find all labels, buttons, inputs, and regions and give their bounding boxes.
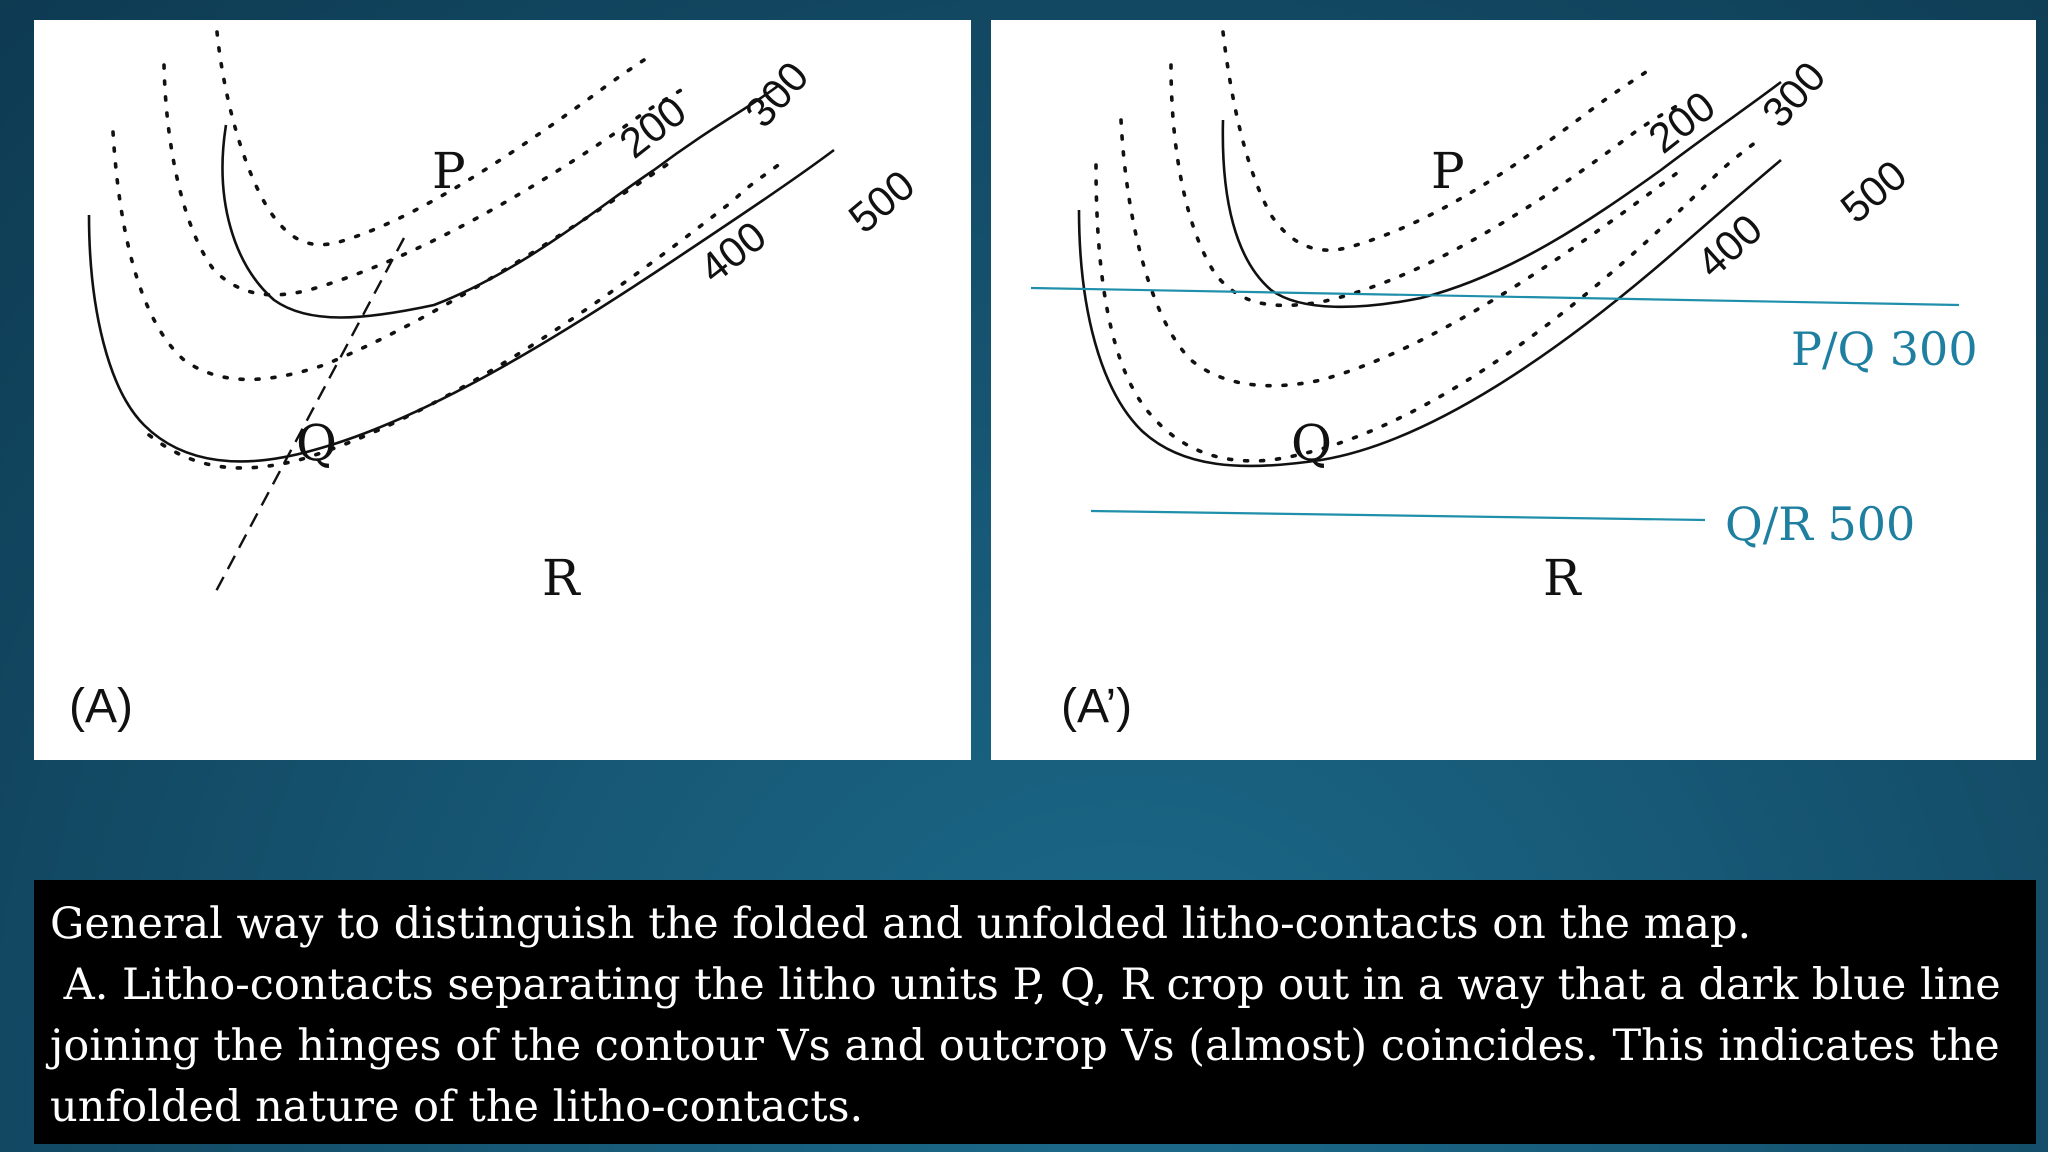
contour-200-line — [1221, 30, 1648, 252]
folded-contact-map-a-prime: P Q R 200 300 400 500 P/Q 300 Q/R 500 (A… — [1030, 30, 1978, 733]
contact-q-r-line — [1077, 159, 1782, 468]
diagram-panel-a-prime: P Q R 200 300 400 500 P/Q 300 Q/R 500 (A… — [991, 20, 2036, 760]
contour-label-200: 200 — [1640, 82, 1724, 162]
caption-line: joining the hinges of the contour Vs and… — [50, 1021, 2000, 1071]
contour-300-line — [1169, 63, 1688, 308]
contour-label-300: 300 — [1753, 52, 1835, 136]
contour-300-line — [162, 63, 691, 297]
contour-label-200: 200 — [611, 87, 695, 167]
blue-line-p-q — [1030, 286, 1960, 307]
caption-line: A. Litho-contacts separating the litho u… — [50, 960, 2001, 1010]
blue-label-p-q: P/Q 300 — [1791, 322, 1978, 376]
panel-a-tag: (A) — [69, 680, 133, 733]
caption-line: General way to distinguish the folded an… — [50, 899, 1752, 949]
contour-label-300: 300 — [736, 52, 818, 136]
hinge-dashed-line — [212, 237, 406, 596]
panel-a-prime-tag: (A’) — [1061, 680, 1132, 733]
unit-p-label: P — [1431, 142, 1465, 200]
contour-400-line — [111, 130, 676, 382]
caption-box: General way to distinguish the folded an… — [34, 880, 2036, 1144]
contour-200-line — [215, 30, 646, 247]
folded-contact-map-a: P Q R 200 300 400 500 (A) — [69, 30, 924, 733]
unit-q-label: Q — [296, 414, 337, 472]
contour-label-400: 400 — [1688, 205, 1772, 287]
unit-r-label: R — [542, 549, 581, 607]
contact-p-q-line — [221, 83, 780, 319]
contour-label-500: 500 — [1832, 151, 1916, 232]
contact-q-r-line — [87, 148, 835, 463]
contour-500-line — [147, 158, 786, 470]
contour-400-line — [1119, 118, 1683, 388]
blue-label-q-r: Q/R 500 — [1725, 497, 1915, 551]
unit-q-label: Q — [1291, 414, 1332, 472]
unit-r-label: R — [1543, 549, 1582, 607]
blue-line-q-r — [1090, 509, 1706, 522]
unit-p-label: P — [432, 142, 466, 200]
diagram-panel-a: P Q R 200 300 400 500 (A) — [34, 20, 971, 760]
caption-line: unfolded nature of the litho-contacts. — [50, 1082, 864, 1132]
contour-label-500: 500 — [840, 161, 924, 242]
